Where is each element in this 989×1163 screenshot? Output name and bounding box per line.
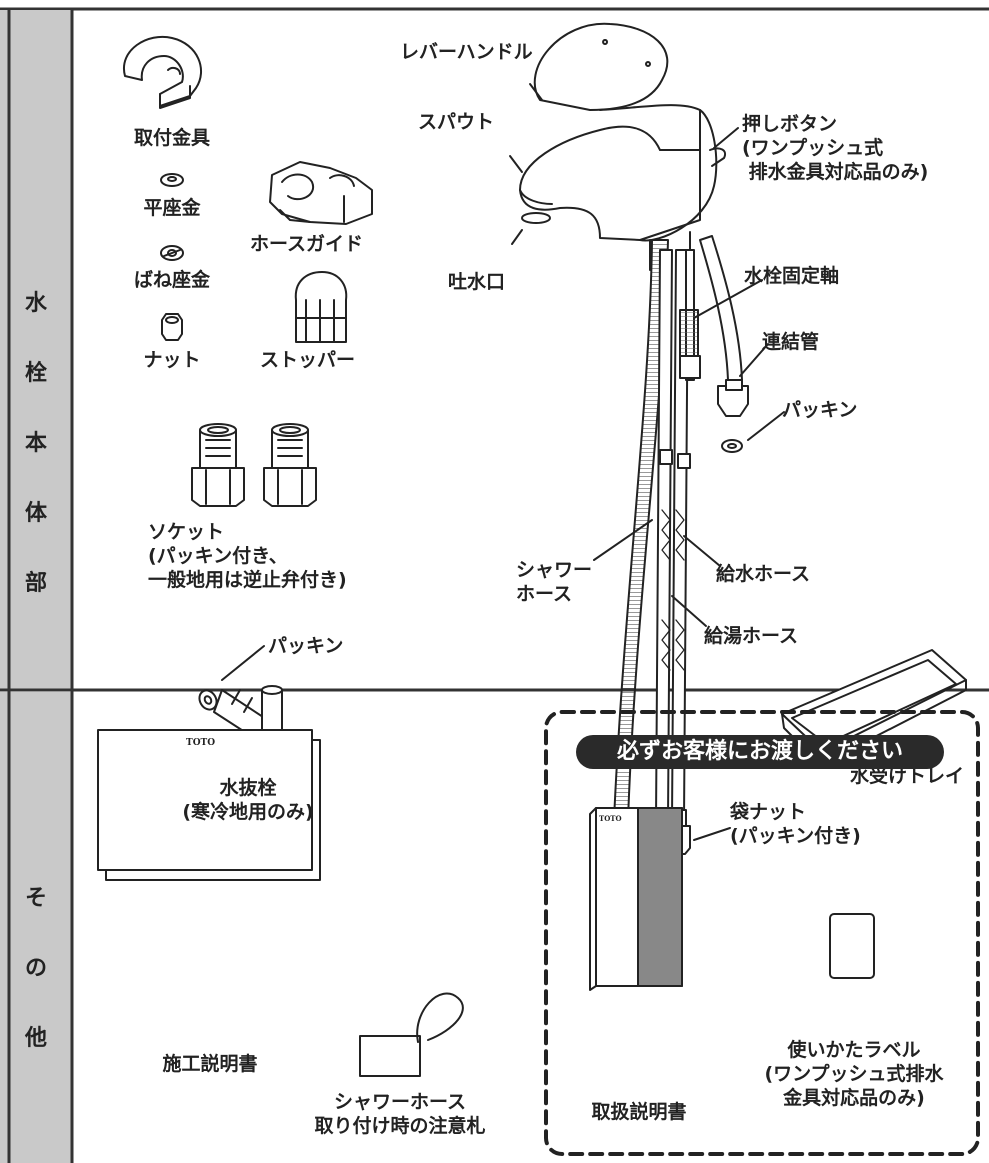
deliver-box-border	[544, 710, 980, 1156]
water-supply-hose-label: 給水ホース	[716, 563, 811, 585]
nut-label: ナット	[143, 349, 201, 371]
install-manual-logo: TOTO	[186, 738, 216, 748]
section-other-char-3: 他	[24, 1026, 47, 1051]
install-manual-icon	[97, 729, 321, 881]
user-manual-logo: TOTO	[599, 814, 622, 823]
stopper-icon	[294, 271, 348, 343]
hose-guide-icon	[269, 161, 373, 225]
section-other-char-1: そ	[24, 886, 47, 911]
section-main-char-5: 部	[24, 571, 47, 596]
stopper-label: ストッパー	[260, 349, 356, 371]
user-manual-icon	[589, 807, 683, 991]
usage-label-label: 使いかたラベル (ワンプッシュ式排水 金具対応品のみ)	[764, 1039, 944, 1109]
usage-label-icon	[829, 913, 875, 979]
section-main-char-4: 体	[24, 501, 47, 526]
shower-hose-label: シャワー ホース	[516, 559, 593, 605]
flat-washer-label: 平座金	[143, 197, 201, 219]
caution-tag-icon	[359, 992, 464, 1077]
section-main-char-1: 水	[24, 291, 47, 316]
socket-icon-1	[191, 423, 245, 507]
drain-valve-label: 水抜栓 (寒冷地用のみ)	[182, 777, 314, 823]
socket-icon-2	[263, 423, 317, 507]
mounting-bracket-icon	[122, 35, 202, 109]
hose-guide-label: ホースガイド	[250, 233, 364, 255]
hot-water-hose-label: 給湯ホース	[704, 625, 799, 647]
spout-label: スパウト	[418, 111, 495, 133]
user-manual-label: 取扱説明書	[591, 1101, 687, 1123]
push-button-label: 押しボタン (ワンプッシュ式 排水金具対応品のみ)	[742, 113, 929, 183]
faucet-body-icon	[519, 22, 726, 271]
lever-handle-label: レバーハンドル	[400, 41, 533, 63]
fixing-shaft-label: 水栓固定軸	[744, 265, 840, 287]
deliver-banner: 必ずお客様にお渡しください	[576, 735, 944, 769]
outlet-label: 吐水口	[448, 271, 506, 293]
socket-label: ソケット (パッキン付き、 一般地用は逆止弁付き)	[148, 521, 347, 591]
water-tray-label: 水受けトレイ	[850, 765, 965, 787]
section-other-char-2: の	[24, 956, 47, 981]
spring-washer-label: ばね座金	[133, 269, 210, 291]
connecting-pipe-icon	[699, 235, 749, 453]
install-manual-label: 施工説明書	[162, 1053, 258, 1075]
section-header-other	[0, 692, 72, 1163]
section-header-main	[0, 10, 72, 689]
packing-right-label: パッキン	[782, 399, 858, 421]
section-main-char-2: 栓	[24, 361, 47, 386]
section-main-char-3: 本	[24, 431, 47, 456]
nut-icon	[161, 313, 183, 341]
cap-nut-label: 袋ナット (パッキン付き)	[730, 801, 861, 847]
caution-tag-label: シャワーホース 取り付け時の注意札	[314, 1091, 486, 1137]
packing-left-label: パッキン	[268, 635, 344, 657]
connecting-pipe-label: 連結管	[762, 331, 820, 353]
mounting-bracket-label: 取付金具	[133, 127, 210, 149]
fixing-shaft-icon	[679, 249, 701, 381]
